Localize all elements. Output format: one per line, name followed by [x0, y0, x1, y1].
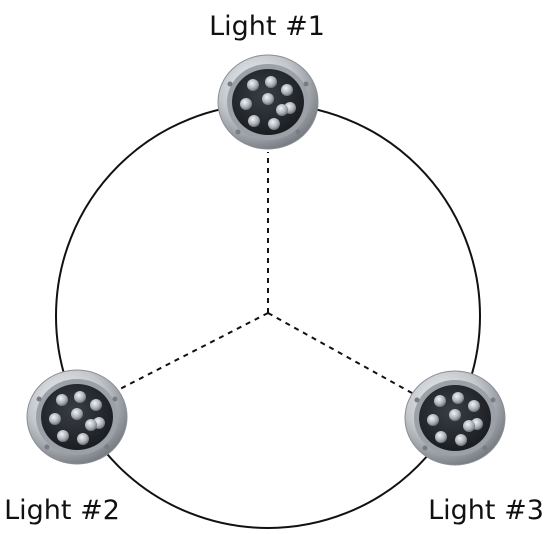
light-3-fixture-icon[interactable] — [404, 370, 506, 466]
light-1-label: Light #1 — [209, 11, 325, 42]
light-1-fixture-icon[interactable] — [217, 54, 319, 150]
light-2-fixture-icon[interactable] — [26, 369, 128, 465]
light-2-label: Light #2 — [4, 495, 120, 526]
connector-lines — [117, 152, 413, 394]
connector-to-light-3 — [267, 312, 413, 394]
light-3-label: Light #3 — [428, 495, 544, 526]
boundary-circle — [55, 103, 481, 529]
connector-to-light-2 — [117, 312, 269, 391]
